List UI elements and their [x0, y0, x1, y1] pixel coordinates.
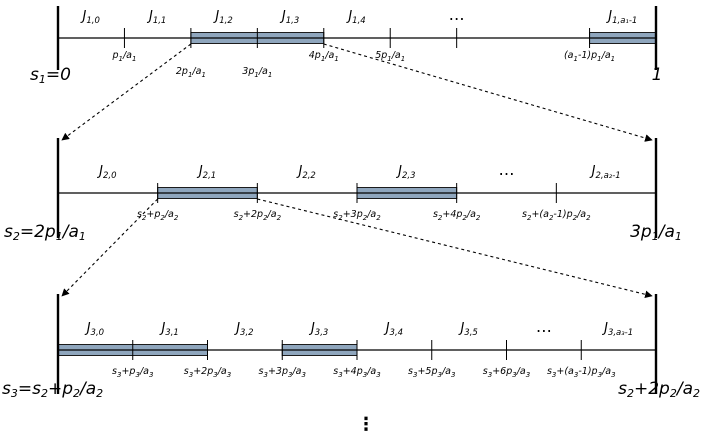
level-3-tick-label-5: s3+6p3/a3: [483, 366, 530, 379]
level-3-start-label: s3=s2+p2/a2: [2, 379, 103, 400]
level-3-segment-label-1: J3,1: [158, 321, 178, 338]
level-1-segment-label-0: J1,0: [80, 9, 100, 26]
level-2-segment-label-2: J2,2: [295, 164, 315, 181]
level-3-ellipsis: …: [536, 317, 552, 336]
level-3-tick-label-2: s3+3p3/a3: [259, 366, 306, 379]
zoom-arrow-right-1: [257, 198, 653, 299]
level-2-tick-label-0: s2+p2/a2: [137, 209, 179, 222]
level-3-tick-label-6: s3+(a3-1)p3/a3: [547, 366, 616, 379]
level-2-segment-label-1: J2,1: [196, 164, 216, 181]
level-2-tick-label-1: s2+2p2/a2: [234, 209, 282, 222]
level-1-tick-label-4: 5p1/a1: [375, 50, 405, 63]
level-3-segment-label-0: J3,0: [84, 321, 104, 338]
level-2-segment-label-3: J2,3: [395, 164, 415, 181]
level-2-tick-label-4: s2+(a2-1)p2/a2: [522, 209, 591, 222]
level-3-tick-label-0: s3+p3/a3: [112, 366, 153, 379]
level-1-segment-label-3: J1,3: [279, 9, 299, 26]
level-3-segment-label-3: J3,3: [308, 321, 328, 338]
level-2-segment-label-0: J2,0: [96, 164, 116, 181]
level-1-start-label: s1=0: [30, 65, 71, 86]
level-1-segment-label-4: J1,4: [345, 9, 365, 26]
level-1-tick-label-0: p1/a1: [111, 50, 136, 63]
level-2-tick-label-3: s2+4p2/a2: [433, 209, 481, 222]
level-3-tick-label-3: s3+4p3/a3: [333, 366, 380, 379]
level-1-end-label: 1: [652, 65, 663, 85]
level-2-segment-label-5: J2,a₂-1: [589, 164, 621, 181]
level-2-start-label: s2=2p1/a1: [4, 222, 86, 243]
level-3-segment-label-5: J3,5: [457, 321, 477, 338]
zoom-arrow-left-1: [61, 198, 159, 297]
continuation-vdots: ⋮: [357, 414, 375, 435]
level-1-segment-label-2: J1,2: [212, 9, 232, 26]
level-1-ellipsis: …: [449, 5, 465, 24]
level-2-ellipsis: …: [499, 160, 515, 179]
level-3-segment-label-4: J3,4: [383, 321, 403, 338]
level-3-tick-label-1: s3+2p3/a3: [184, 366, 231, 379]
level-1-segment-label-6: J1,a₁-1: [605, 9, 637, 26]
zoom-arrow-left-0: [61, 43, 192, 141]
zoom-arrow-right-0: [323, 43, 653, 142]
level-1-tick-label-1: 2p1/a1: [176, 66, 206, 79]
level-1-tick-label-3: 4p1/a1: [309, 50, 339, 63]
level-2-tick-label-2: s2+3p2/a2: [333, 209, 381, 222]
level-2-end-label: 3p1/a1: [630, 222, 682, 243]
level-3-segment-label-2: J3,2: [233, 321, 253, 338]
level-1-tick-label-6: (a1-1)p1/a1: [564, 50, 615, 63]
level-1-tick-label-2: 3p1/a1: [242, 66, 272, 79]
level-3-segment-label-7: J3,a₃-1: [601, 321, 633, 338]
level-1-segment-label-1: J1,1: [146, 9, 166, 26]
level-3-end-label: s2+2p2/a2: [618, 379, 700, 400]
level-3-tick-label-4: s3+5p3/a3: [408, 366, 455, 379]
